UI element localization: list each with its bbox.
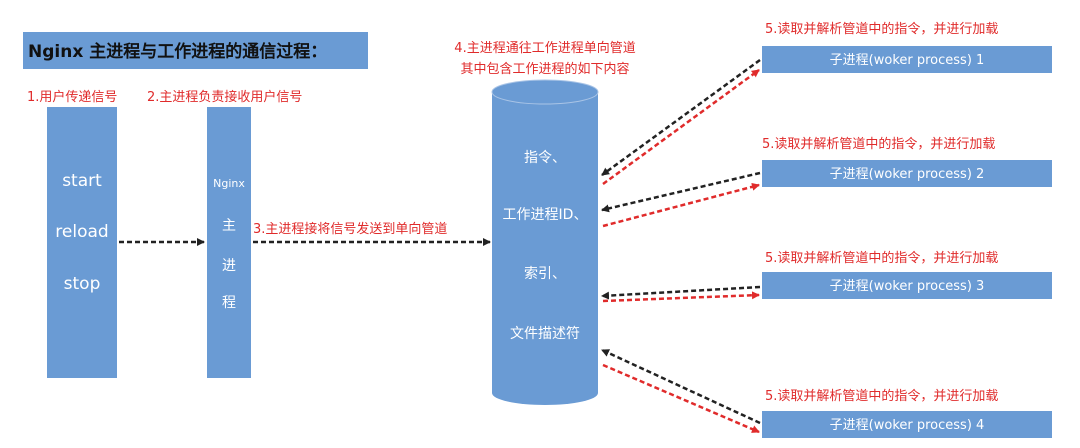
worker-label: 子进程(woker process) 3 bbox=[830, 279, 985, 294]
pipe-cylinder bbox=[491, 79, 599, 405]
signal-reload: reload bbox=[55, 222, 108, 242]
pipe-content-index: 索引、 bbox=[524, 265, 566, 282]
worker-label: 子进程(woker process) 4 bbox=[830, 418, 985, 433]
step2-label: 2.主进程负责接收用户信号 bbox=[147, 89, 302, 105]
step5-label: 5.读取并解析管道中的指令，并进行加载 bbox=[765, 388, 998, 404]
worker-label: 子进程(woker process) 1 bbox=[830, 53, 985, 68]
signal-start: start bbox=[62, 171, 102, 191]
title: Nginx 主进程与工作进程的通信过程： bbox=[28, 41, 327, 62]
step4-label-line2: 其中包含工作进程的如下内容 bbox=[460, 61, 629, 77]
step5-label: 5.读取并解析管道中的指令，并进行加载 bbox=[765, 250, 998, 266]
step3-label: 3.主进程接将信号发送到单向管道 bbox=[253, 221, 447, 237]
master-name: Nginx bbox=[213, 177, 245, 190]
pipe-worker-arrows bbox=[601, 58, 761, 434]
worker-2: 5.读取并解析管道中的指令，并进行加载 子进程(woker process) 2 bbox=[762, 136, 1052, 187]
step1-label: 1.用户传递信号 bbox=[27, 89, 117, 105]
pipe-content-instruction: 指令、 bbox=[524, 150, 566, 166]
pipe-content-fd: 文件描述符 bbox=[510, 326, 580, 342]
step5-label: 5.读取并解析管道中的指令，并进行加载 bbox=[765, 21, 998, 37]
title-box bbox=[23, 32, 368, 69]
master-char-3: 程 bbox=[222, 295, 236, 311]
master-process-box bbox=[207, 107, 251, 378]
pipe-content-worker-id: 工作进程ID、 bbox=[503, 207, 588, 223]
master-char-1: 主 bbox=[222, 218, 236, 234]
step4-label-line1: 4.主进程通往工作进程单向管道 bbox=[454, 40, 635, 56]
master-char-2: 进 bbox=[222, 258, 236, 274]
worker-label: 子进程(woker process) 2 bbox=[830, 167, 985, 182]
worker-3: 5.读取并解析管道中的指令，并进行加载 子进程(woker process) 3 bbox=[762, 250, 1052, 299]
user-signal-box bbox=[47, 107, 117, 378]
signal-stop: stop bbox=[64, 274, 101, 294]
worker-1: 5.读取并解析管道中的指令，并进行加载 子进程(woker process) 1 bbox=[762, 21, 1052, 73]
step5-label: 5.读取并解析管道中的指令，并进行加载 bbox=[762, 136, 995, 152]
worker-4: 5.读取并解析管道中的指令，并进行加载 子进程(woker process) 4 bbox=[762, 388, 1052, 438]
